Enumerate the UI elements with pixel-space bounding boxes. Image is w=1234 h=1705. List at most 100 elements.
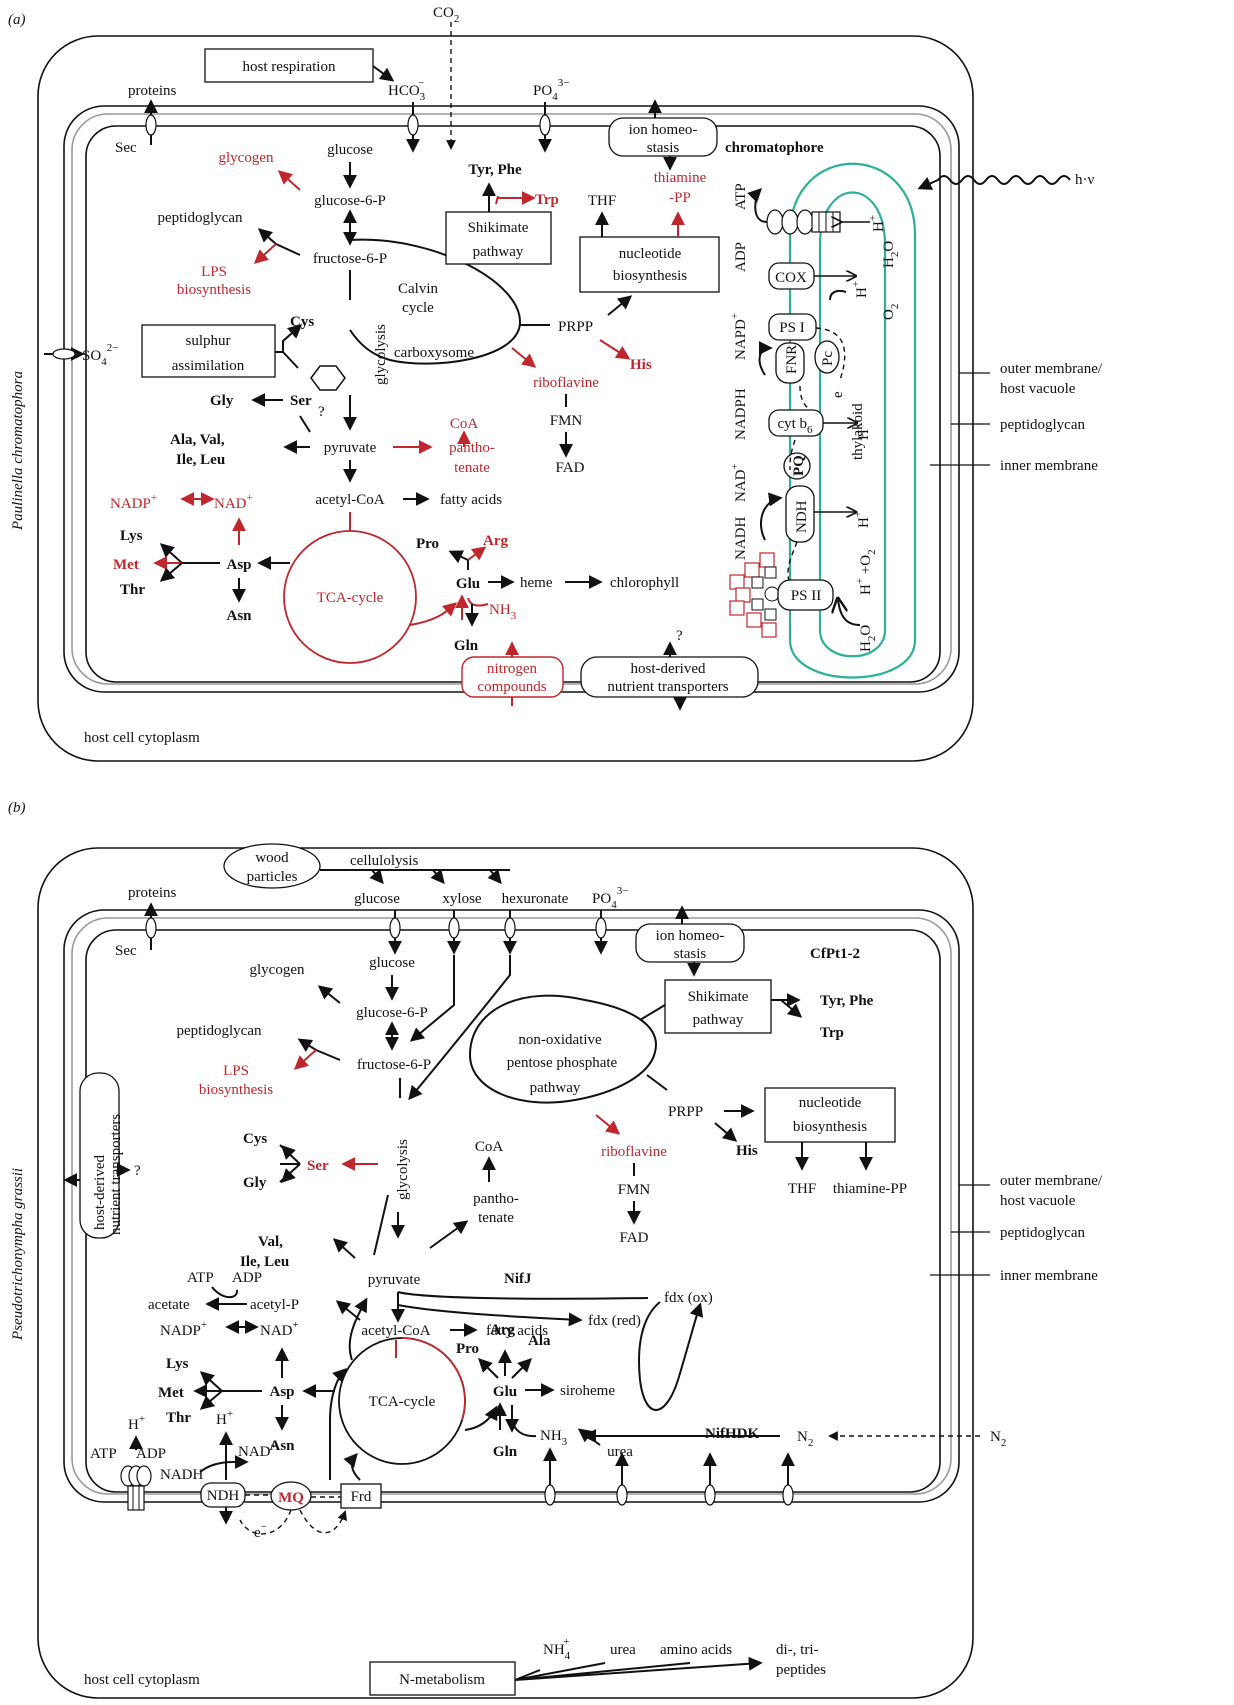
svg-text:nutrient transporters: nutrient transporters xyxy=(108,1114,124,1235)
shikimate-box-a xyxy=(445,211,552,265)
svg-text:e: e xyxy=(830,391,846,398)
svg-text:Pro: Pro xyxy=(416,536,439,552)
n-metabolism-box xyxy=(369,1661,516,1696)
hplus-a1: H+ xyxy=(867,215,887,232)
panel-b-label: (b) xyxy=(8,800,26,816)
svg-text:fructose-6-P: fructose-6-P xyxy=(313,251,387,267)
svg-text:THF: THF xyxy=(588,193,616,209)
svg-text:ADP: ADP xyxy=(232,1270,262,1286)
svg-text:tenate: tenate xyxy=(478,1210,514,1226)
atp-synthase-icon-a xyxy=(766,209,841,235)
svg-text:Pro: Pro xyxy=(456,1341,479,1357)
svg-text:glucose: glucose xyxy=(327,142,373,158)
n2-inside: N2 xyxy=(797,1429,813,1449)
svg-text:biosynthesis: biosynthesis xyxy=(793,1119,867,1135)
svg-text:NADPH: NADPH xyxy=(733,388,749,440)
n2-outside: N2 xyxy=(990,1429,1006,1449)
svg-text:ion homeo-: ion homeo- xyxy=(656,928,725,944)
svg-text:PQ: PQ xyxy=(791,455,807,476)
svg-text:Gln: Gln xyxy=(493,1444,518,1460)
svg-text:host vacuole: host vacuole xyxy=(1000,1193,1076,1209)
svg-text:FMN: FMN xyxy=(550,413,583,429)
svg-text:carboxysome: carboxysome xyxy=(394,345,474,361)
svg-text:Asn: Asn xyxy=(226,608,252,624)
svg-text:acetyl-CoA: acetyl-CoA xyxy=(361,1323,430,1339)
svg-text:glucose: glucose xyxy=(354,891,400,907)
svg-text:glycolysis: glycolysis xyxy=(395,1139,411,1200)
nadplus-b: NAD+ xyxy=(238,1440,277,1460)
nucleotide-box-b xyxy=(764,1087,896,1143)
svg-text:pentose phosphate: pentose phosphate xyxy=(507,1055,618,1071)
svg-text:COX: COX xyxy=(775,270,807,286)
po4-label-a: PO43− xyxy=(533,77,569,103)
svg-text:fdx (red): fdx (red) xyxy=(588,1313,641,1329)
svg-text:THF: THF xyxy=(788,1181,816,1197)
nadplus-a: NAD+ xyxy=(729,463,749,502)
svg-text:Lys: Lys xyxy=(166,1356,189,1372)
svg-text:urea: urea xyxy=(607,1444,633,1460)
svg-text:Tyr, Phe: Tyr, Phe xyxy=(468,162,522,178)
svg-text:inner membrane: inner membrane xyxy=(1000,458,1098,474)
svg-text:riboflavine: riboflavine xyxy=(601,1144,667,1160)
svg-text:His: His xyxy=(630,357,652,373)
svg-text:thiamine-PP: thiamine-PP xyxy=(833,1181,907,1197)
panel-b-organism: Pseudotrichonympha grassii xyxy=(10,1168,26,1341)
nad-label-a: NAD+ xyxy=(214,492,253,512)
svg-text:siroheme: siroheme xyxy=(560,1383,615,1399)
svg-text:Met: Met xyxy=(158,1385,184,1401)
svg-text:proteins: proteins xyxy=(128,885,176,901)
svg-text:MQ: MQ xyxy=(278,1490,304,1506)
svg-text:NADH: NADH xyxy=(733,517,749,560)
frd-box xyxy=(340,1483,382,1509)
hplus-a2: H+ xyxy=(850,281,870,298)
svg-text:fructose-6-P: fructose-6-P xyxy=(357,1057,431,1073)
svg-text:thiamine: thiamine xyxy=(654,170,707,186)
svg-text:sulphur: sulphur xyxy=(186,333,231,349)
svg-text:riboflavine: riboflavine xyxy=(533,375,599,391)
svg-text:outer membrane/: outer membrane/ xyxy=(1000,361,1103,377)
shikimate-box-b xyxy=(664,979,772,1034)
svg-text:CoA: CoA xyxy=(475,1139,504,1155)
svg-text:Cys: Cys xyxy=(290,314,314,330)
hplus-b1: H+ xyxy=(128,1413,145,1433)
panel-a-label: (a) xyxy=(8,12,26,28)
svg-text:TCA-cycle: TCA-cycle xyxy=(369,1394,436,1410)
svg-text:PS I: PS I xyxy=(779,320,804,336)
svg-text:NADH: NADH xyxy=(160,1467,203,1483)
co2-label: CO2 xyxy=(433,5,459,25)
svg-text:Arg: Arg xyxy=(483,533,508,549)
svg-text:Tyr, Phe: Tyr, Phe xyxy=(820,993,874,1009)
svg-text:Shikimate: Shikimate xyxy=(468,220,529,236)
svg-text:glucose: glucose xyxy=(369,955,415,971)
svg-text:NDH: NDH xyxy=(794,500,810,533)
proteins-label-a: proteins xyxy=(128,83,176,99)
svg-text:Asn: Asn xyxy=(269,1438,295,1454)
outer-membrane-a xyxy=(37,35,974,762)
svg-text:stasis: stasis xyxy=(647,140,680,156)
so4-label: SO42− xyxy=(82,342,118,368)
svg-text:ADP: ADP xyxy=(733,242,749,272)
ndh-box-a xyxy=(785,485,815,543)
svg-text:stasis: stasis xyxy=(674,946,707,962)
outer-membrane-b xyxy=(37,847,974,1699)
chromatophore-label: chromatophore xyxy=(725,140,824,156)
svg-text:glucose-6-P: glucose-6-P xyxy=(356,1005,428,1021)
svg-text:biosynthesis: biosynthesis xyxy=(199,1082,273,1098)
svg-text:Asp: Asp xyxy=(226,557,251,573)
svg-text:compounds: compounds xyxy=(477,679,546,695)
svg-text:non-oxidative: non-oxidative xyxy=(518,1032,602,1048)
host-respiration-label: host respiration xyxy=(243,59,336,75)
svg-text:TCA-cycle: TCA-cycle xyxy=(317,590,384,606)
svg-text:Trp: Trp xyxy=(535,192,559,208)
svg-text:PRPP: PRPP xyxy=(668,1104,703,1120)
svg-text:Val,: Val, xyxy=(258,1234,283,1250)
svg-text:FNR: FNR xyxy=(784,345,800,374)
hplus-a4: H+ xyxy=(852,511,872,528)
cyt-b6-label: cyt b6 xyxy=(777,416,813,436)
exporters-b xyxy=(615,1452,795,1506)
po4-label-b: PO43− xyxy=(592,885,628,911)
svg-text:nucleotide: nucleotide xyxy=(619,246,682,262)
svg-text:pathway: pathway xyxy=(473,244,524,260)
svg-text:tenate: tenate xyxy=(454,460,490,476)
fnr-box xyxy=(775,342,805,384)
